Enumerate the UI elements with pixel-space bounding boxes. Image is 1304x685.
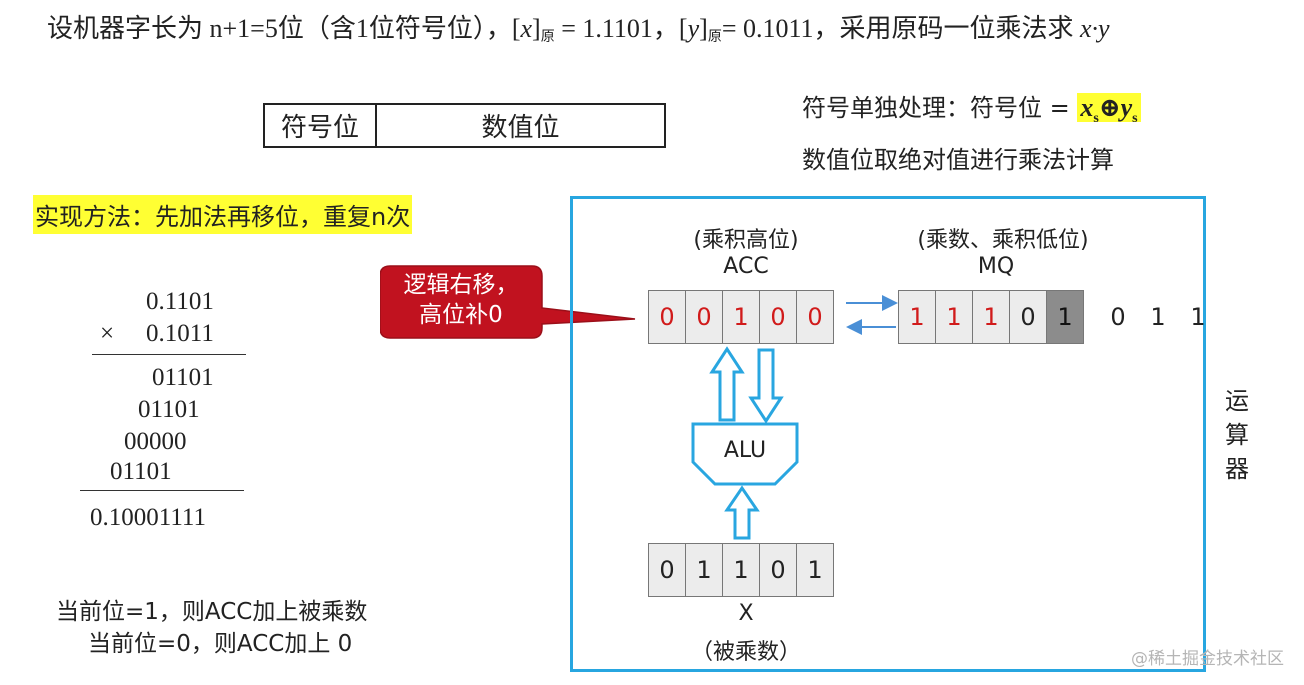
sign-handling-note: 符号单独处理：符号位 = xs⊕ys — [802, 88, 1141, 127]
x-caption: （被乘数） — [690, 640, 801, 665]
acc-caption: (乘积高位) — [693, 228, 799, 253]
shifted-bit: 1 — [1150, 303, 1166, 331]
problem-statement: 设机器字长为 n+1=5位（含1位符号位），[x]原 = 1.1101，[y]原… — [47, 14, 1110, 45]
shifted-bit: 1 — [1190, 303, 1206, 331]
acc-name: ACC — [723, 254, 769, 279]
acc-bit: 1 — [722, 290, 760, 344]
rule-bit-zero: 当前位=0，则ACC加上 0 — [88, 631, 353, 657]
acc-bit: 0 — [685, 290, 723, 344]
calc-divider-1 — [92, 354, 246, 355]
x-bit: 1 — [685, 543, 723, 597]
alu-label: ALU — [723, 438, 767, 463]
value-bits-cell: 数值位 — [481, 113, 560, 143]
x-bit: 1 — [722, 543, 760, 597]
mq-register: 1 1 1 0 1 — [898, 290, 1084, 344]
times-sign: × — [100, 320, 115, 347]
partial-product-3: 00000 — [124, 428, 187, 455]
calc-divider-2 — [80, 490, 244, 491]
shifted-out-bits: 0 1 1 — [1098, 290, 1218, 344]
arithmetic-unit-label: 运 算 器 — [1225, 387, 1249, 483]
mq-name: MQ — [977, 254, 1015, 279]
partial-product-2: 01101 — [138, 396, 200, 423]
x-bit: 0 — [648, 543, 686, 597]
mq-current-bit: 1 — [1046, 290, 1084, 344]
mq-caption: (乘数、乘积低位) — [917, 228, 1089, 253]
acc-bit: 0 — [648, 290, 686, 344]
acc-register: 0 0 1 0 0 — [648, 290, 834, 344]
watermark: @稀土掘金技术社区 — [1131, 649, 1284, 669]
mq-bit: 1 — [935, 290, 973, 344]
mq-bit: 1 — [898, 290, 936, 344]
final-product: 0.10001111 — [90, 504, 206, 531]
sign-bit-cell: 符号位 — [265, 105, 377, 146]
acc-bit: 0 — [796, 290, 834, 344]
x-bit: 1 — [796, 543, 834, 597]
method-label: 实现方法：先加法再移位，重复n次 — [33, 195, 413, 234]
arithmetic-unit-frame — [570, 196, 1206, 672]
partial-product-1: 01101 — [152, 364, 214, 391]
rule-bit-one: 当前位=1，则ACC加上被乘数 — [56, 599, 368, 625]
shifted-bit: 0 — [1110, 303, 1126, 331]
word-format-table: 符号位 数值位 — [263, 103, 666, 148]
partial-product-4: 01101 — [110, 458, 172, 485]
sign-formula: xs⊕ys — [1077, 93, 1141, 126]
abs-value-note: 数值位取绝对值进行乘法计算 — [802, 146, 1114, 174]
multiplier-value: 0.1011 — [146, 320, 214, 347]
callout-text: 逻辑右移， 高位补0 — [403, 272, 519, 328]
mq-bit: 0 — [1009, 290, 1047, 344]
x-name: X — [738, 601, 754, 626]
multiplicand-value: 0.1101 — [146, 288, 214, 315]
x-register: 0 1 1 0 1 — [648, 543, 834, 597]
x-bit: 0 — [759, 543, 797, 597]
